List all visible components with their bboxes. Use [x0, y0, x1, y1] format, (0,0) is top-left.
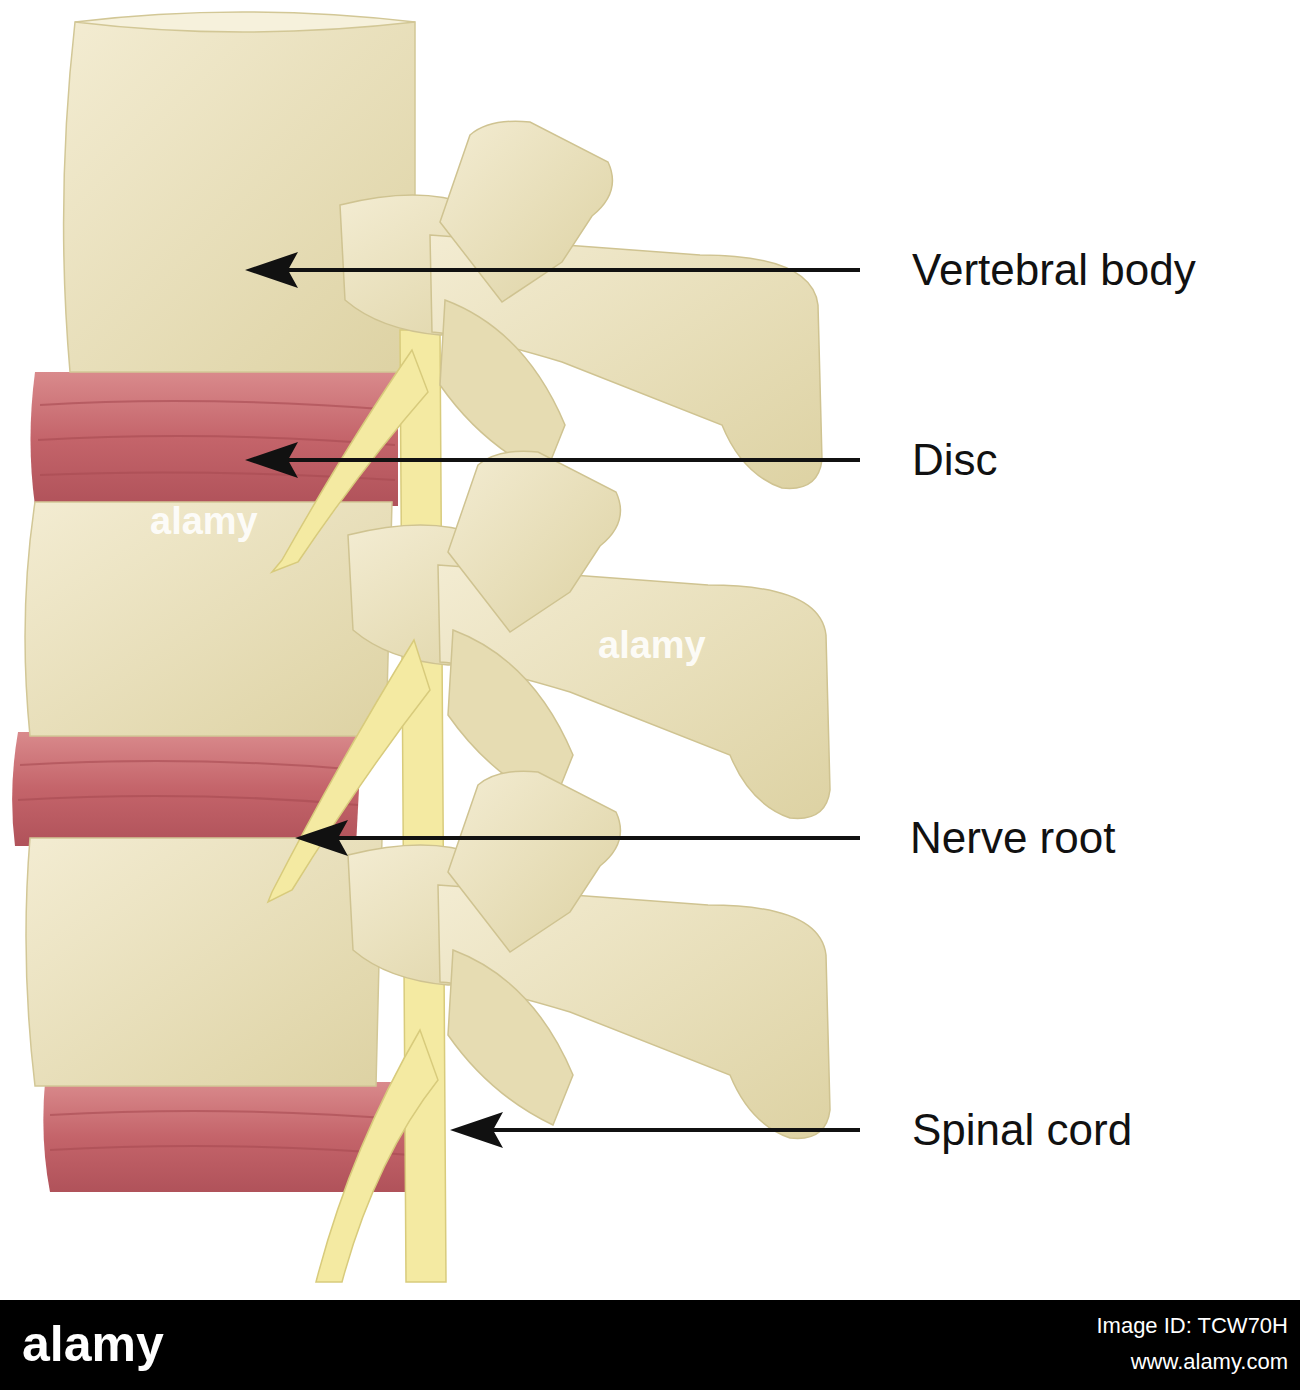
leader-line — [282, 268, 860, 272]
leader-line — [282, 458, 860, 462]
nerve-root-shape — [268, 640, 430, 902]
part-label: Spinal cord — [912, 1105, 1132, 1156]
part-label: Nerve root — [910, 813, 1115, 864]
arrowhead — [245, 252, 298, 288]
disc-fibre — [40, 401, 395, 410]
watermark: alamy — [150, 500, 258, 544]
footer-bar — [0, 1300, 1300, 1390]
disc-fibre — [20, 761, 360, 770]
leader-line — [332, 836, 860, 840]
logo-text: alamy — [22, 1316, 164, 1374]
disc-fibre — [38, 436, 395, 445]
watermark: alamy — [598, 624, 706, 668]
leader-line — [487, 1128, 860, 1132]
site-url: www.alamy.com — [1131, 1349, 1288, 1374]
arrowhead — [450, 1112, 503, 1148]
part-label: Disc — [912, 435, 998, 486]
posterior-elements — [340, 121, 822, 488]
disc-fibre — [18, 796, 358, 805]
image-id: Image ID: TCW70H — [1096, 1313, 1288, 1338]
arrowhead — [295, 820, 348, 856]
posterior-elements — [348, 451, 830, 818]
part-label: Vertebral body — [912, 245, 1196, 296]
leader-lines — [245, 252, 860, 1148]
endplate — [75, 12, 415, 32]
disc-fibre — [50, 1146, 410, 1155]
arrowhead — [245, 442, 298, 478]
spinal-cord-shape — [400, 330, 446, 1282]
nerve-root-shape — [316, 1030, 438, 1282]
vertebral-body-shape — [64, 22, 415, 372]
disc-fibre — [50, 1111, 410, 1120]
vertebral-body-shape — [26, 838, 382, 1086]
